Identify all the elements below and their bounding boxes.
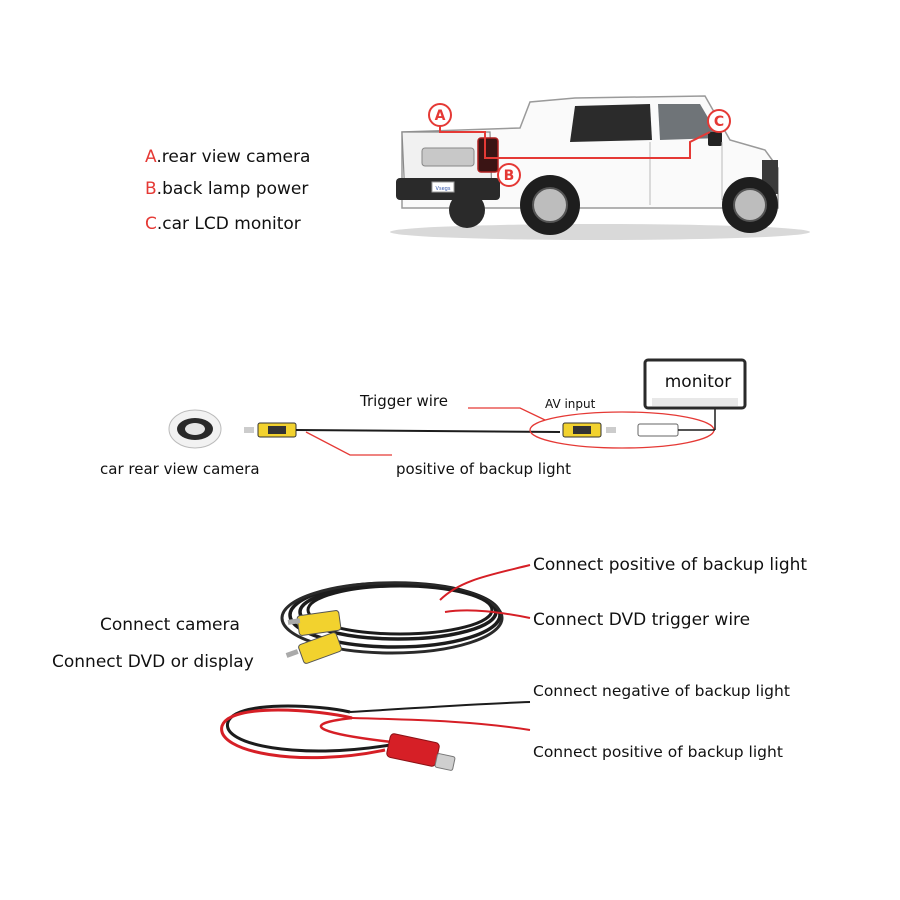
front-rim bbox=[733, 188, 767, 222]
far-wheel bbox=[449, 192, 485, 228]
power-loop-red-2 bbox=[319, 716, 393, 744]
dc-barrel bbox=[434, 753, 456, 771]
rear-camera-icon bbox=[168, 409, 222, 449]
wiring-diagram: car rear view camera Trigger wire positi… bbox=[100, 358, 747, 478]
connect-camera-label: Connect camera bbox=[100, 615, 240, 635]
camera-pin bbox=[244, 427, 254, 433]
plug-pin-camera bbox=[287, 618, 301, 625]
power-cable: Connect negative of backup light Connect… bbox=[220, 682, 790, 771]
trigger-pointer-line bbox=[468, 407, 546, 421]
badge-b-label: B bbox=[504, 168, 515, 184]
red-lead-mid bbox=[444, 609, 531, 619]
legend-item-b: B.back lamp power bbox=[145, 179, 308, 199]
legend: A.rear view camera B.back lamp power C.c… bbox=[145, 147, 310, 234]
legend-text-c: .car LCD monitor bbox=[157, 214, 301, 234]
legend-letter-a: A bbox=[145, 147, 157, 167]
connect-dvd-trigger-label: Connect DVD trigger wire bbox=[533, 610, 750, 630]
legend-letter-b: B bbox=[145, 179, 157, 199]
yellow-connector-left-core bbox=[268, 426, 286, 434]
connect-negative-label: Connect negative of backup light bbox=[533, 682, 790, 700]
cable-coil-3 bbox=[280, 581, 504, 655]
negative-lead bbox=[349, 701, 531, 713]
badge-c-label: C bbox=[714, 114, 724, 130]
badge-a: A bbox=[428, 103, 452, 127]
truck-shadow bbox=[390, 224, 810, 240]
badge-c: C bbox=[707, 109, 731, 133]
connect-positive-label-top: Connect positive of backup light bbox=[533, 555, 807, 575]
positive-backup-label: positive of backup light bbox=[396, 460, 571, 478]
truck-wiring-route bbox=[439, 125, 711, 159]
license-plate bbox=[431, 181, 455, 193]
power-loop-black bbox=[226, 704, 391, 753]
legend-text-b: .back lamp power bbox=[157, 179, 309, 199]
front-window bbox=[658, 104, 720, 140]
av-pin bbox=[606, 427, 616, 433]
video-extension-cable: Connect camera Connect DVD or display Co… bbox=[52, 555, 807, 672]
plug-pin-display bbox=[285, 649, 299, 658]
av-input-label: AV input bbox=[545, 397, 596, 411]
badge-b: B bbox=[497, 163, 521, 187]
side-mirror bbox=[708, 132, 722, 146]
white-rca-plug bbox=[637, 423, 679, 437]
monitor-buttons bbox=[652, 398, 738, 406]
positive-lead bbox=[351, 717, 531, 731]
badge-a-label: A bbox=[435, 108, 446, 124]
positive-pointer-line bbox=[305, 431, 392, 456]
connect-positive-label-bottom: Connect positive of backup light bbox=[533, 743, 783, 761]
legend-letter-c: C bbox=[145, 214, 157, 234]
connect-dvd-display-label: Connect DVD or display bbox=[52, 652, 254, 672]
dc-connector bbox=[386, 733, 440, 767]
yellow-connector-right-core bbox=[573, 426, 591, 434]
tailgate-emblem bbox=[421, 147, 475, 167]
badge-c-circle bbox=[707, 109, 731, 133]
power-loop-red bbox=[220, 708, 386, 760]
monitor-icon: monitor bbox=[643, 358, 747, 410]
cable-coil-4 bbox=[306, 584, 494, 636]
red-lead-top bbox=[439, 564, 531, 601]
yellow-plug-display bbox=[298, 632, 342, 664]
camera-lens bbox=[185, 423, 205, 435]
rear-rim bbox=[532, 187, 568, 223]
camera-label: car rear view camera bbox=[100, 460, 260, 478]
video-cable bbox=[295, 429, 561, 433]
legend-text-a: .rear view camera bbox=[156, 147, 310, 167]
pickup-truck-illustration: Vsegs A B C bbox=[390, 95, 810, 240]
yellow-plug-camera bbox=[296, 610, 342, 636]
badge-b-circle bbox=[497, 163, 521, 187]
monitor-label: monitor bbox=[665, 372, 732, 392]
trigger-wire-label: Trigger wire bbox=[359, 392, 448, 410]
license-plate-text: Vsegs bbox=[436, 186, 451, 192]
rear-window bbox=[570, 104, 652, 142]
legend-item-a: A.rear view camera bbox=[145, 147, 310, 167]
taillight bbox=[477, 137, 499, 173]
monitor-frame bbox=[643, 358, 747, 410]
legend-item-c: C.car LCD monitor bbox=[145, 214, 301, 234]
badge-a-circle bbox=[428, 103, 452, 127]
